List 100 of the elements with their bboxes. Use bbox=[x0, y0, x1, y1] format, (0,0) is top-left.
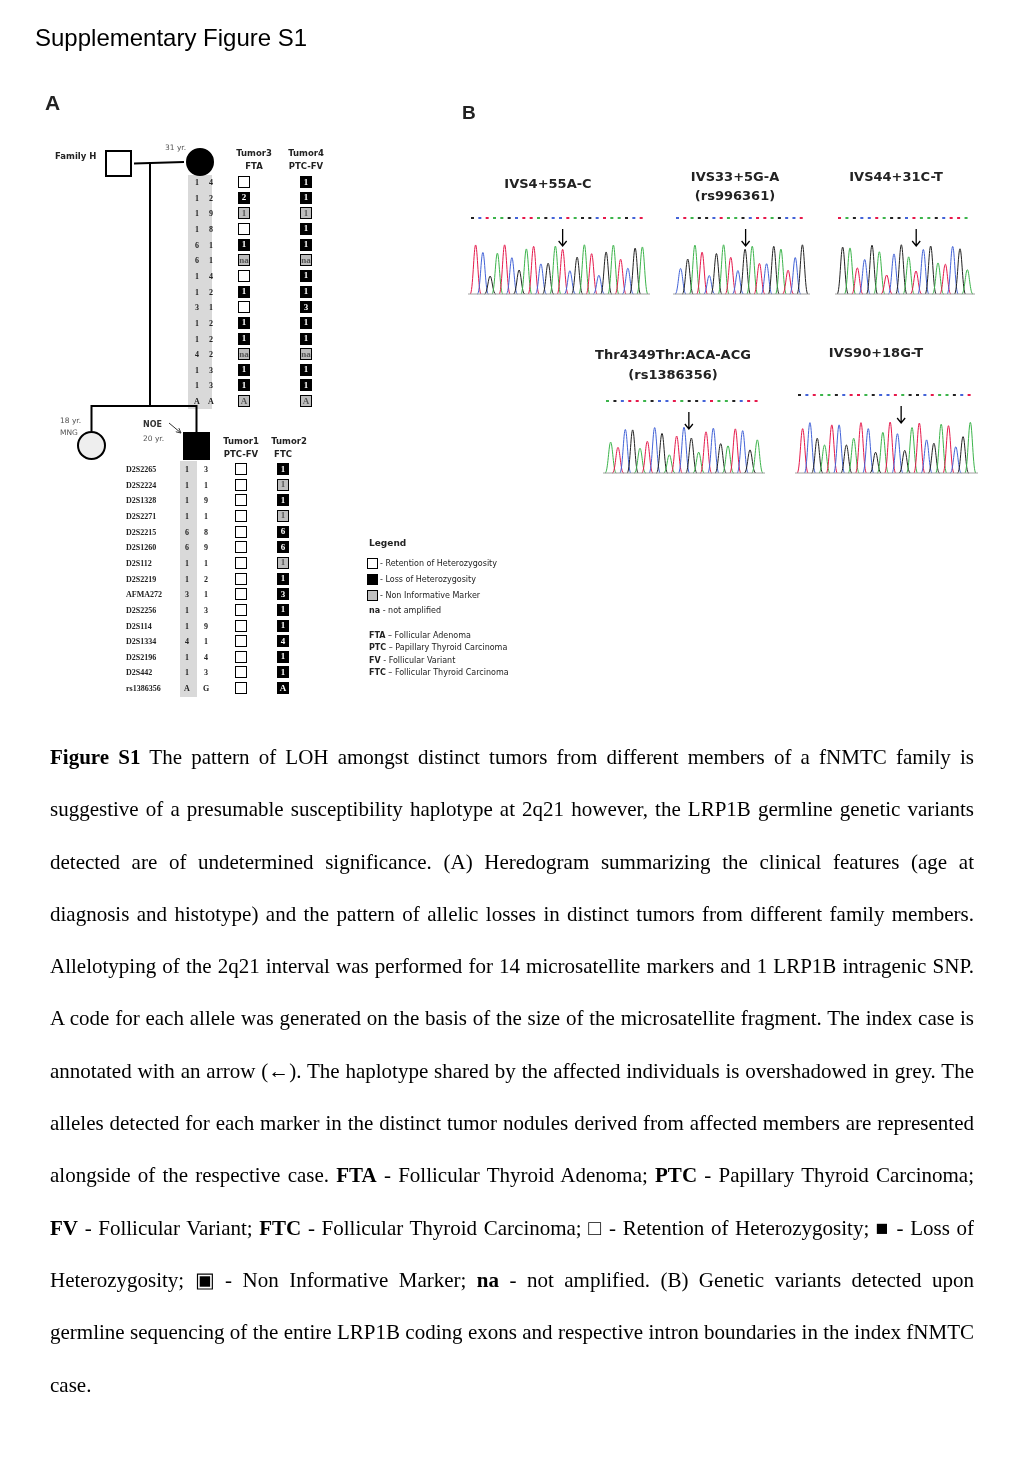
allele-code: 6 bbox=[195, 255, 199, 265]
loss-marker: 1 bbox=[277, 572, 289, 585]
marker-name: D2S2265 bbox=[126, 464, 157, 474]
family-label: Family H bbox=[55, 151, 97, 161]
loss-marker: 1 bbox=[277, 666, 289, 679]
marker-name: D2S114 bbox=[126, 621, 152, 630]
loss-marker: 1 bbox=[300, 222, 312, 235]
retention-marker bbox=[235, 463, 247, 475]
retention-marker bbox=[235, 509, 247, 522]
allele-code: 1 bbox=[209, 255, 213, 265]
column-header: Tumor1 bbox=[223, 436, 259, 446]
loss-marker: A bbox=[277, 682, 289, 695]
retention-marker bbox=[235, 603, 247, 616]
allele-code: 1 bbox=[195, 334, 199, 343]
panel-letter: A bbox=[45, 91, 61, 115]
panel-letter: B bbox=[462, 102, 476, 124]
column-header: Tumor3 bbox=[236, 148, 272, 158]
allele-code: A bbox=[184, 683, 190, 693]
marker-name: D2S2224 bbox=[126, 480, 157, 490]
retention-marker bbox=[235, 541, 247, 554]
column-header: FTC bbox=[274, 449, 292, 459]
column-header: PTC-FV bbox=[288, 161, 324, 171]
non-informative-marker: 1 bbox=[277, 556, 289, 569]
pedigree-line bbox=[149, 162, 198, 433]
column-header: PTC-FV bbox=[223, 449, 259, 459]
retention-marker bbox=[235, 494, 247, 507]
female-pedigree-symbol bbox=[186, 148, 214, 176]
allele-code: 1 bbox=[204, 511, 208, 521]
allele-code: 1 bbox=[185, 605, 189, 615]
marker-name: D2S2196 bbox=[126, 652, 157, 662]
allele-code: 2 bbox=[204, 574, 208, 584]
marker-name: D2S442 bbox=[126, 667, 153, 677]
column-header: FTA bbox=[245, 161, 263, 171]
loss-marker: 1 bbox=[300, 363, 312, 376]
retention-marker bbox=[235, 619, 247, 632]
retention-marker bbox=[238, 301, 250, 314]
allele-code: 2 bbox=[209, 193, 213, 203]
non-informative-marker: 1 bbox=[300, 207, 312, 220]
retention-marker bbox=[235, 682, 247, 695]
allele-code: 4 bbox=[185, 636, 189, 646]
marker-name: D2S2219 bbox=[126, 574, 157, 584]
non-informative-marker: A bbox=[300, 395, 312, 408]
allele-code: 1 bbox=[185, 495, 189, 505]
column-header: Tumor2 bbox=[271, 436, 307, 446]
allele-code: 1 bbox=[195, 224, 199, 234]
allele-code: 4 bbox=[209, 271, 213, 281]
loss-marker: 1 bbox=[238, 316, 250, 329]
allele-code: 6 bbox=[185, 542, 189, 552]
loss-marker: 1 bbox=[277, 603, 289, 616]
non-informative-marker: 1 bbox=[277, 509, 289, 522]
allele-code: 1 bbox=[204, 558, 208, 568]
allele-code: 1 bbox=[195, 287, 199, 297]
variant-title: IVS90+18G-T bbox=[828, 344, 924, 360]
retention-marker bbox=[235, 572, 247, 585]
allele-code: 2 bbox=[209, 349, 213, 359]
allele-code: 3 bbox=[204, 667, 208, 677]
female-pedigree-symbol bbox=[77, 431, 106, 460]
loss-marker: 4 bbox=[277, 635, 289, 648]
allele-code: 1 bbox=[204, 636, 208, 646]
loss-marker: 3 bbox=[300, 301, 312, 314]
non-informative-marker: 1 bbox=[238, 207, 250, 220]
allele-code: 1 bbox=[185, 667, 189, 677]
allele-code: 6 bbox=[185, 527, 189, 537]
legend-note: FV - Follicular Variant bbox=[369, 655, 456, 665]
marker-name: D2S1328 bbox=[126, 495, 157, 505]
loss-marker: 1 bbox=[300, 176, 312, 188]
retention-marker bbox=[235, 650, 247, 663]
variant-title: IVS33+5G-A bbox=[690, 168, 780, 184]
allele-code: 1 bbox=[209, 240, 213, 250]
index-case-label: NOE bbox=[143, 421, 162, 429]
non-informative-marker: na bbox=[238, 348, 250, 361]
arrow bbox=[168, 422, 182, 434]
marker-name: rs1386356 bbox=[126, 683, 161, 693]
allele-code: 2 bbox=[209, 287, 213, 297]
allele-code: 1 bbox=[185, 574, 189, 584]
allele-code: 1 bbox=[204, 589, 208, 599]
loss-marker: 1 bbox=[300, 332, 312, 345]
allele-code: 1 bbox=[185, 480, 189, 490]
legend-title: Legend bbox=[369, 538, 407, 548]
allele-code: A bbox=[194, 396, 200, 406]
loss-marker: 1 bbox=[238, 238, 250, 251]
loss-marker: 1 bbox=[238, 363, 250, 376]
loss-marker: 1 bbox=[238, 332, 250, 345]
non-informative-marker: na bbox=[300, 254, 312, 267]
allele-code: 9 bbox=[209, 208, 213, 218]
retention-marker bbox=[238, 222, 250, 235]
allele-code: 2 bbox=[209, 318, 213, 328]
allele-code: 1 bbox=[185, 511, 189, 521]
allele-code: 6 bbox=[195, 240, 199, 250]
loss-marker: 3 bbox=[277, 588, 289, 601]
loss-marker: 1 bbox=[277, 463, 289, 475]
legend-text: - Loss of Heterozygosity bbox=[380, 574, 476, 584]
loss-marker: 1 bbox=[238, 285, 250, 298]
variant-title: (rs996361) bbox=[694, 187, 776, 203]
loss-marker: 6 bbox=[277, 541, 289, 554]
allele-code: 1 bbox=[204, 480, 208, 490]
allele-code: 1 bbox=[195, 193, 199, 203]
allele-code: 3 bbox=[204, 605, 208, 615]
loss-marker: 1 bbox=[277, 494, 289, 507]
marker-name: AFMA272 bbox=[126, 589, 162, 599]
